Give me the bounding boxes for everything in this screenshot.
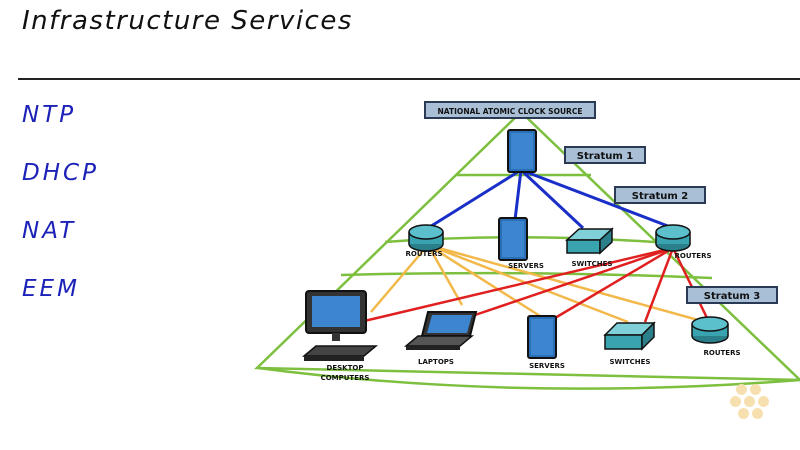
service-ntp: NTP xyxy=(22,102,77,128)
server-icon xyxy=(498,217,528,261)
desktop-label-line1: DESKTOP xyxy=(327,364,364,372)
brand-logo-icon xyxy=(730,384,770,420)
clock-source-label: NATIONAL ATOMIC CLOCK SOURCE xyxy=(438,107,583,116)
stratum2-links-left xyxy=(370,243,699,324)
page-title: Infrastructure Services xyxy=(22,6,353,36)
switches-label-stratum3: SWITCHES xyxy=(610,358,651,366)
routers-label-stratum2-left: ROUTERS xyxy=(405,250,442,258)
router-icon xyxy=(691,316,729,344)
clock-source-tag: NATIONAL ATOMIC CLOCK SOURCE xyxy=(424,101,596,119)
switch-icon xyxy=(565,227,614,255)
stratum-2-tag: Stratum 2 xyxy=(614,186,706,204)
title-divider xyxy=(18,78,800,80)
service-nat: NAT xyxy=(22,218,77,244)
service-dhcp: DHCP xyxy=(22,160,99,186)
laptop-icon xyxy=(403,311,478,350)
service-eem: EEM xyxy=(22,276,80,302)
routers-label-stratum2-right: ROUTERS xyxy=(674,252,711,260)
servers-label-stratum3: SERVERS xyxy=(529,362,565,370)
stratum-1-label: Stratum 1 xyxy=(577,151,633,162)
desktop-computer-icon xyxy=(301,290,379,361)
switch-icon xyxy=(603,321,656,351)
stratum-3-label: Stratum 3 xyxy=(704,291,760,302)
stratum1-server-icon xyxy=(507,129,537,173)
switches-label-stratum2: SWITCHES xyxy=(572,260,613,268)
servers-label-stratum2: SERVERS xyxy=(508,262,544,270)
desktop-label-line2: COMPUTERS xyxy=(321,374,370,382)
stratum-2-label: Stratum 2 xyxy=(632,191,688,202)
router-icon xyxy=(655,224,691,252)
server-icon xyxy=(527,315,557,359)
stratum-3-tag: Stratum 3 xyxy=(686,286,778,304)
stratum-1-tag: Stratum 1 xyxy=(564,146,646,164)
stratum2-links-right xyxy=(359,246,710,324)
routers-label-stratum3: ROUTERS xyxy=(703,349,740,357)
router-icon xyxy=(408,224,444,252)
stratum1-links xyxy=(427,168,674,230)
laptops-label: LAPTOPS xyxy=(418,358,454,366)
